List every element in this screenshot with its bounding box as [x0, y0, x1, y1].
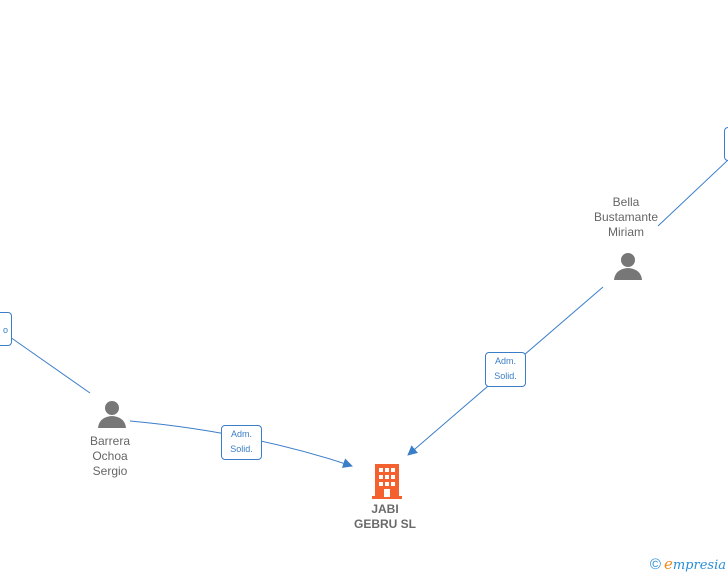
edge-role-line2: Solid. — [230, 444, 253, 454]
edge-label-offscreen-left[interactable]: o — [0, 312, 12, 346]
brand-logo[interactable]: empresia — [664, 555, 726, 573]
edge-line-offscreen-left — [9, 336, 91, 394]
company-name[interactable]: JABI GEBRU SL — [353, 502, 416, 531]
edge-label-right[interactable]: Adm. Solid. — [485, 352, 526, 387]
edge-label-offscreen-right[interactable] — [724, 127, 728, 161]
person-name-barrera[interactable]: Barrera Ochoa Sergio — [89, 434, 130, 478]
edge-label-left[interactable]: Adm. Solid. — [221, 425, 262, 460]
edge-line-offscreen-right — [657, 159, 728, 227]
footer-brand: © empresia — [650, 555, 726, 573]
person-icon[interactable] — [97, 399, 127, 429]
person-name-bella[interactable]: Bella Bustamante Miriam — [593, 195, 659, 239]
edge-role-line2: Solid. — [494, 371, 517, 381]
edge-role-line1: Adm. — [494, 356, 516, 366]
edge-role-line1: Adm. — [230, 429, 252, 439]
edge-label-fragment: o — [2, 325, 8, 335]
brand-rest: mpresia — [672, 558, 726, 573]
building-icon[interactable] — [370, 462, 404, 500]
brand-initial: e — [663, 555, 673, 573]
person-icon[interactable] — [613, 251, 643, 281]
copyright-symbol: © — [649, 555, 661, 573]
